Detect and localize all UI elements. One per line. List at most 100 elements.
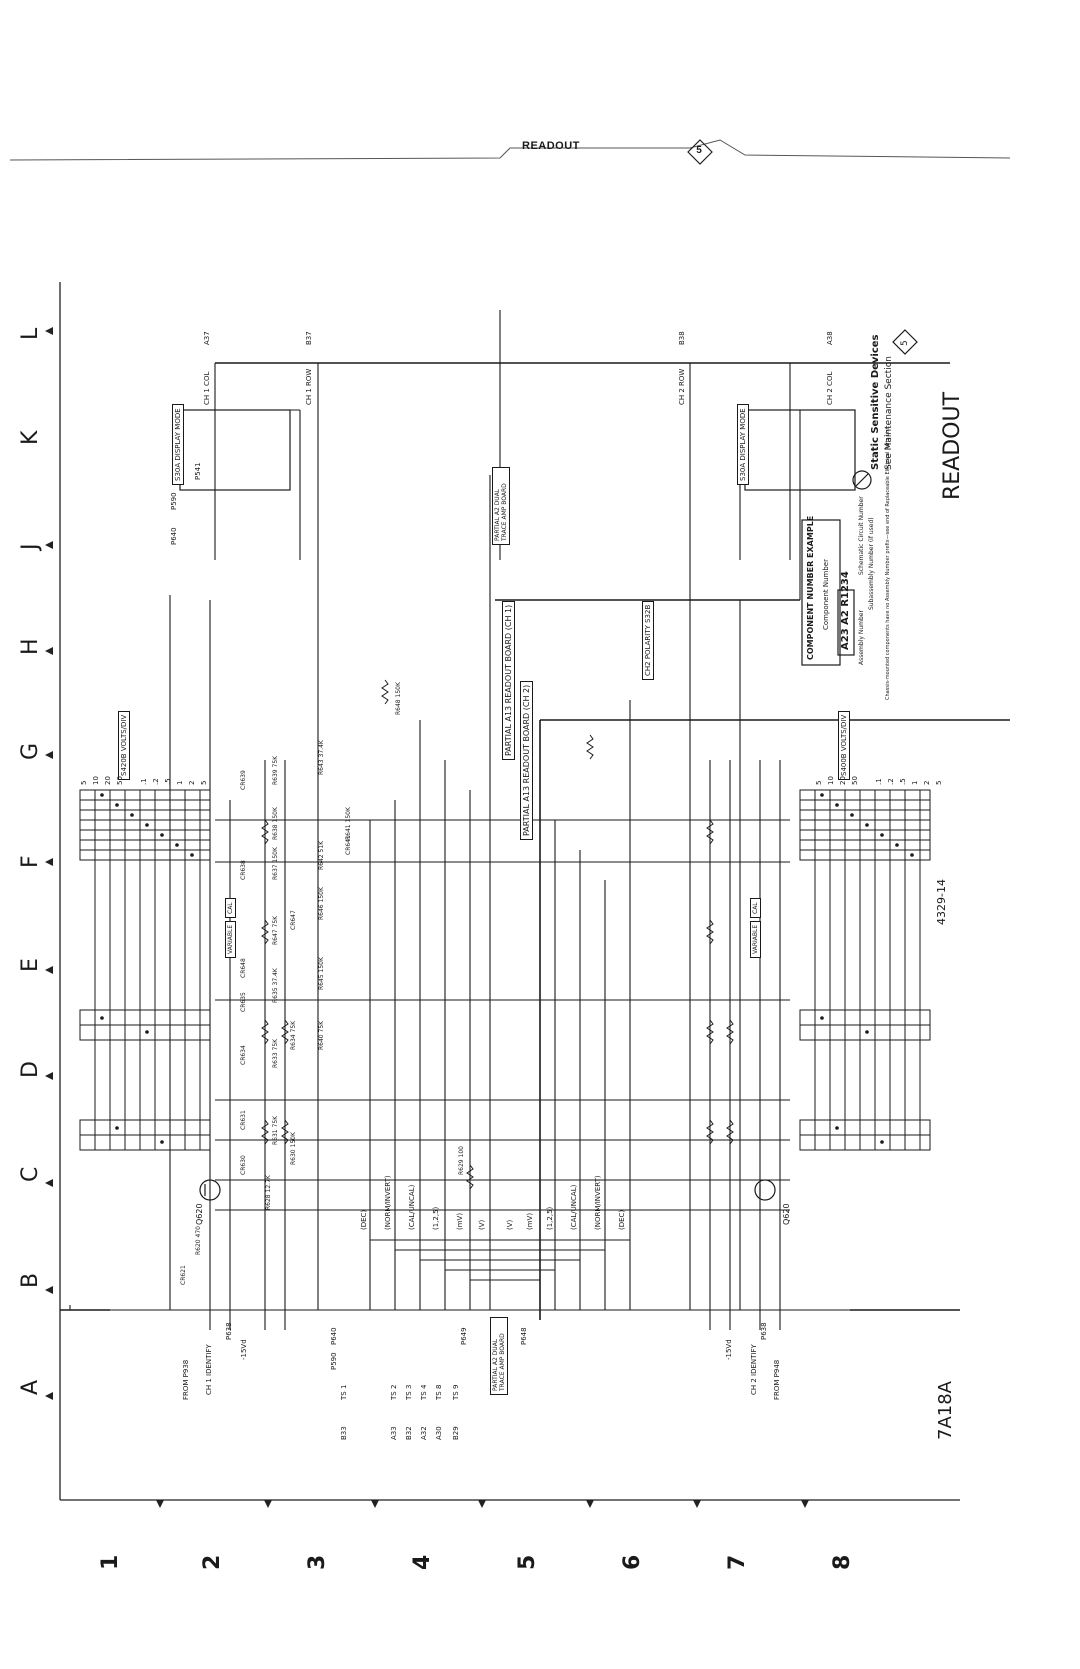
ts-name-3: TS 3 [405,1384,413,1400]
volts-scale-top-9: 5 [200,780,208,785]
ts-pin-5: A30 [435,1426,443,1440]
grid-col-k: K [18,430,43,445]
resistor-r642: R642 51K [318,840,325,870]
header-title: READOUT [522,140,580,152]
diode-cr638: CR638 [240,860,247,880]
volts-scale-top-3: 50 [116,776,124,785]
bus-125-bottom: (1,2,5) [546,1206,554,1230]
grid-col-e: E [18,958,43,972]
row-ticks [156,1500,809,1508]
input-ch2-identify: CH 2 IDENTIFY [750,1344,758,1395]
volts-scale-bottom-8: 2 [923,780,931,785]
volts-scale-bottom-0: 5 [815,780,823,785]
grid-col-j: J [18,543,43,551]
component-example-box [801,519,855,666]
ts-pin-6: B29 [452,1426,460,1440]
diode-cr634: CR634 [240,1045,247,1065]
resistor-r640: R640 75K [318,1020,325,1050]
header-rule [9,139,1011,161]
ts-pin-4: A32 [420,1426,428,1440]
input-ch1-identify: CH 1 IDENTIFY [205,1344,213,1395]
connector-p638-bottom: P638 [760,1322,768,1340]
bus-dec-bottom: (DEC) [618,1209,626,1230]
ts-name-1: TS 1 [340,1384,348,1400]
bus-v-top: (V) [478,1219,486,1230]
component-example-assembly: Assembly Number [858,610,865,665]
bus-norm-invert-bottom: (NORM/INVERT) [594,1175,602,1230]
bus-cal-uncal-top: (CAL/UNCAL) [408,1184,416,1230]
grid-col-l: L [18,327,43,340]
static-sensitive-icon [852,470,872,490]
volts-scale-bottom-1: 10 [827,776,835,785]
resistor-r643: R643 37.4K [318,740,325,775]
grid-col-f: F [18,855,43,868]
header-badge-diamond [687,139,713,165]
ts-pin-1: B33 [340,1426,348,1440]
bus-v-bottom: (V) [506,1219,514,1230]
variable-bottom: VARIABLE [750,920,761,958]
connector-p638-top: P638 [225,1322,233,1340]
volts-scale-top-5: .2 [152,778,160,785]
resistor-r631: R631 75K [272,1115,279,1145]
volts-scale-bottom-7: 1 [911,780,919,785]
ts-pin-2: A33 [390,1426,398,1440]
ts-name-6: TS 9 [452,1384,460,1400]
bus-dec-top: (DEC) [360,1209,368,1230]
resistor-r633: R633 75K [272,1038,279,1068]
grid-row-8: 8 [830,1554,855,1570]
column-ticks [45,327,53,1400]
diode-cr647: CR647 [290,910,297,930]
connector-p640-top: P640 [170,527,178,545]
bus-mv-top: (mV) [456,1212,464,1230]
ts-name-4: TS 4 [420,1384,428,1400]
resistor-r648: R648 150K [395,682,402,715]
drawing-number: 4329-14 [935,879,948,925]
cal-top: CAL [225,898,236,918]
a38-label: A38 [826,331,834,345]
q620-top-label: Q620 [195,1203,204,1225]
volts-scale-top-0: 5 [80,780,88,785]
schematic-badge: 5 [900,340,910,346]
neg15-bottom: -15Vd [725,1339,733,1360]
ts-name-2: TS 2 [390,1384,398,1400]
component-example-schematic: Schematic Circuit Number [858,496,865,575]
grid-col-c: C [18,1166,43,1182]
grid-row-2: 2 [200,1554,225,1570]
input-from-bottom: FROM P948 [773,1359,781,1400]
connector-p640-left: P640 [330,1327,338,1345]
grid-row-5: 5 [515,1554,540,1570]
grid-col-d: D [18,1061,43,1078]
a37-label: A37 [203,331,211,345]
ch2-polarity-label: CH2 POLARITY S32B [642,600,654,680]
volts-div-top-label: S420B VOLTS/DIV [118,710,130,780]
resistor-r628: R628 12.7K [265,1175,272,1210]
volts-div-grid-top [79,789,211,1151]
resistor-r629: R629 100 [458,1146,465,1175]
grid-col-h: H [18,638,43,655]
resistor-r630: R630 150K [290,1132,297,1165]
header-badge: 5 [696,145,702,156]
b38-label: B38 [678,331,686,345]
diode-cr639: CR639 [240,770,247,790]
volts-scale-top-1: 10 [92,776,100,785]
grid-row-6: 6 [620,1554,645,1570]
static-notice-title: Static Sensitive Devices [870,334,881,470]
b37-label: B37 [305,331,313,345]
connector-p590-left: P590 [330,1352,338,1370]
model-number: 7A18A [935,1381,956,1440]
volts-scale-top-2: 20 [104,776,112,785]
ch1-col-label: CH 1 COL [203,371,211,405]
volts-scale-bottom-5: .2 [887,778,895,785]
volts-scale-bottom-9: 5 [935,780,943,785]
connector-p590-top: P590 [170,492,178,510]
component-example-subassembly: Subassembly Number (if used) [868,517,875,610]
volts-scale-top-4: .1 [140,778,148,785]
schematic-badge-diamond [892,329,918,355]
volts-div-grid-bottom [799,789,931,1151]
resistors [261,679,734,1190]
grid-row-7: 7 [725,1554,750,1570]
board-ch2-readout: PARTIAL A13 READOUT BOARD (CH 2) [520,680,533,840]
wiring [60,310,1010,1330]
board-ch1-readout: PARTIAL A13 READOUT BOARD (CH 1) [502,600,515,760]
